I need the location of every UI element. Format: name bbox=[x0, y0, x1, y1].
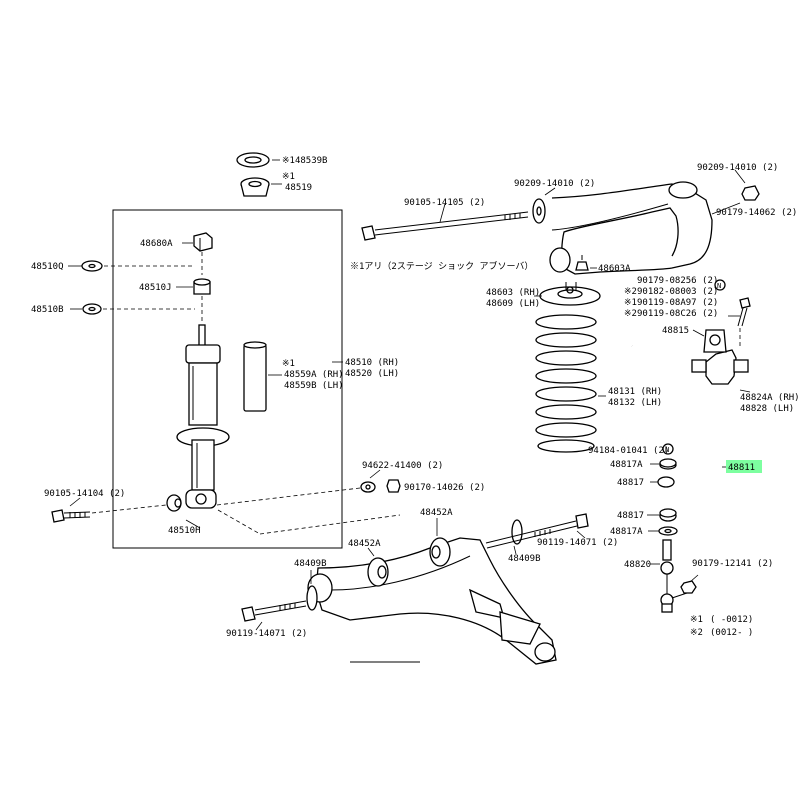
label-48131[interactable]: 48131 (RH) bbox=[608, 387, 662, 397]
bolt-90105-14104-drawing bbox=[51, 509, 91, 523]
label-48817-top[interactable]: 48817 bbox=[617, 478, 644, 488]
svg-text:N: N bbox=[717, 282, 721, 290]
label-48510RH[interactable]: 48510 (RH) bbox=[345, 358, 399, 368]
part-48603A-drawing bbox=[575, 255, 589, 271]
legend-row1-mark: ※1 bbox=[690, 615, 703, 625]
part-48510H-drawing bbox=[166, 494, 182, 512]
cushion-48817A-bottom-drawing bbox=[658, 526, 678, 536]
label-48559B[interactable]: 48559B (LH) bbox=[284, 381, 344, 391]
cam-48409B-left-drawing bbox=[306, 585, 318, 611]
label-48519-mark: ※1 bbox=[282, 172, 295, 182]
label-48817-bottom[interactable]: 48817 bbox=[617, 511, 644, 521]
part-94622-41400-drawing bbox=[360, 481, 376, 493]
nut-90179-08256-drawing: N bbox=[714, 279, 726, 291]
label-48680A[interactable]: 48680A bbox=[140, 239, 173, 249]
part-48811-highlight bbox=[726, 460, 762, 473]
label-94622-41400[interactable]: 94622-41400 (2) bbox=[362, 461, 443, 471]
part-48680A-drawing bbox=[193, 232, 213, 252]
bushing-48452A-top-drawing bbox=[429, 537, 451, 567]
washer-90209-14010-drawing bbox=[532, 198, 546, 224]
cushion-48817A-top-drawing bbox=[659, 458, 677, 470]
bolt-90119-14071-right-drawing bbox=[485, 513, 589, 549]
bracket-48824A-drawing bbox=[691, 349, 749, 385]
label-90119-14071-left[interactable]: 90119-14071 (2) bbox=[226, 629, 307, 639]
coil-spring-48131-drawing bbox=[535, 314, 597, 453]
shock-absorber-drawing bbox=[176, 324, 230, 509]
upper-control-arm-drawing bbox=[549, 181, 713, 275]
nut-90179-12141-drawing bbox=[680, 580, 697, 594]
label-48609[interactable]: 48609 (LH) bbox=[486, 299, 540, 309]
legend-row2-range: (0012- ) bbox=[710, 628, 753, 638]
label-48828[interactable]: 48828 (LH) bbox=[740, 404, 794, 414]
stabilizer-link-48820-drawing bbox=[660, 539, 691, 613]
bolt-90119-14071-left-drawing bbox=[241, 600, 307, 622]
label-90105-14105[interactable]: 90105-14105 (2) bbox=[404, 198, 485, 208]
label-48510H[interactable]: 48510H bbox=[168, 526, 201, 536]
cushion-48817-bottom-drawing bbox=[659, 508, 677, 522]
label-48559-mark: ※1 bbox=[282, 359, 295, 369]
label-90119-14071-right[interactable]: 90119-14071 (2) bbox=[537, 538, 618, 548]
nut-94184-01041-drawing: N bbox=[662, 443, 674, 455]
label-90179-08256[interactable]: 90179-08256 (2) bbox=[637, 276, 718, 286]
part-48510B-drawing bbox=[82, 303, 102, 315]
label-90182-mark: ※2 bbox=[624, 287, 637, 297]
label-90119-08A97[interactable]: 90119-08A97 (2) bbox=[637, 298, 718, 308]
part-48603-spring-seat-drawing bbox=[539, 282, 601, 306]
label-90119-08C26-mark: ※2 bbox=[624, 309, 637, 319]
label-48510Q[interactable]: 48510Q bbox=[31, 262, 64, 272]
bushing-48452A-left-drawing bbox=[367, 557, 389, 587]
part-48519-drawing bbox=[240, 177, 270, 197]
svg-text:N: N bbox=[665, 446, 669, 454]
label-90179-12141[interactable]: 90179-12141 (2) bbox=[692, 559, 773, 569]
legend-row2-mark: ※2 bbox=[690, 628, 703, 638]
part-90170-14026-drawing bbox=[386, 479, 401, 493]
label-90105-14104[interactable]: 90105-14104 (2) bbox=[44, 489, 125, 499]
label-94184-01041[interactable]: 94184-01041 (2) bbox=[588, 446, 669, 456]
label-90209-14010-left[interactable]: 90209-14010 (2) bbox=[514, 179, 595, 189]
label-48824A[interactable]: 48824A (RH) bbox=[740, 393, 800, 403]
label-90170-14026[interactable]: 90170-14026 (2) bbox=[404, 483, 485, 493]
label-48817A-top[interactable]: 48817A bbox=[610, 460, 643, 470]
part-48510J-drawing bbox=[193, 278, 211, 295]
bolt-90119-08A97-drawing bbox=[737, 297, 751, 327]
label-48820[interactable]: 48820 bbox=[624, 560, 651, 570]
label-90119-08C26[interactable]: 90119-08C26 (2) bbox=[637, 309, 718, 319]
label-90179-14062[interactable]: 90179-14062 (2) bbox=[716, 208, 797, 218]
label-48817A-bottom[interactable]: 48817A bbox=[610, 527, 643, 537]
label-48603[interactable]: 48603 (RH) bbox=[486, 288, 540, 298]
stabilizer-bar-48811-drawing bbox=[630, 343, 723, 495]
cushion-48817-top-drawing bbox=[657, 476, 675, 488]
label-48452A-left[interactable]: 48452A bbox=[348, 539, 381, 549]
bolt-90105-14105-drawing bbox=[361, 211, 529, 241]
label-48815[interactable]: 48815 bbox=[662, 326, 689, 336]
label-48132[interactable]: 48132 (LH) bbox=[608, 398, 662, 408]
label-90209-14010-right[interactable]: 90209-14010 (2) bbox=[697, 163, 778, 173]
label-48510B[interactable]: 48510B bbox=[31, 305, 64, 315]
label-90119-08A97-mark: ※1 bbox=[624, 298, 637, 308]
part-48559-boot-drawing bbox=[243, 341, 267, 412]
label-shock-note: ※1アリ（2ステージ ショック アブソーバ） bbox=[350, 260, 533, 272]
part-48510Q-drawing bbox=[81, 260, 103, 272]
bushing-48815-drawing bbox=[703, 329, 727, 353]
label-48520LH[interactable]: 48520 (LH) bbox=[345, 369, 399, 379]
nut-90179-14062-drawing bbox=[741, 185, 760, 201]
label-48452A-top[interactable]: 48452A bbox=[420, 508, 453, 518]
shock-absorber-group-box bbox=[112, 209, 343, 549]
cam-48409B-mid-drawing bbox=[511, 519, 523, 545]
legend-row1-range: ( -0012) bbox=[710, 615, 753, 625]
label-48559A[interactable]: 48559A (RH) bbox=[284, 370, 344, 380]
label-48510J[interactable]: 48510J bbox=[139, 283, 172, 293]
label-48811[interactable]: 48811 bbox=[728, 463, 755, 473]
part-148539B-drawing bbox=[236, 152, 270, 168]
label-48519[interactable]: 48519 bbox=[285, 183, 312, 193]
label-48603A[interactable]: 48603A bbox=[598, 264, 631, 274]
label-48409B-left[interactable]: 48409B bbox=[294, 559, 327, 569]
label-148539B[interactable]: ※148539B bbox=[282, 156, 327, 166]
label-90182-08003[interactable]: 90182-08003 (2) bbox=[637, 287, 718, 297]
label-48409B-mid[interactable]: 48409B bbox=[508, 554, 541, 564]
